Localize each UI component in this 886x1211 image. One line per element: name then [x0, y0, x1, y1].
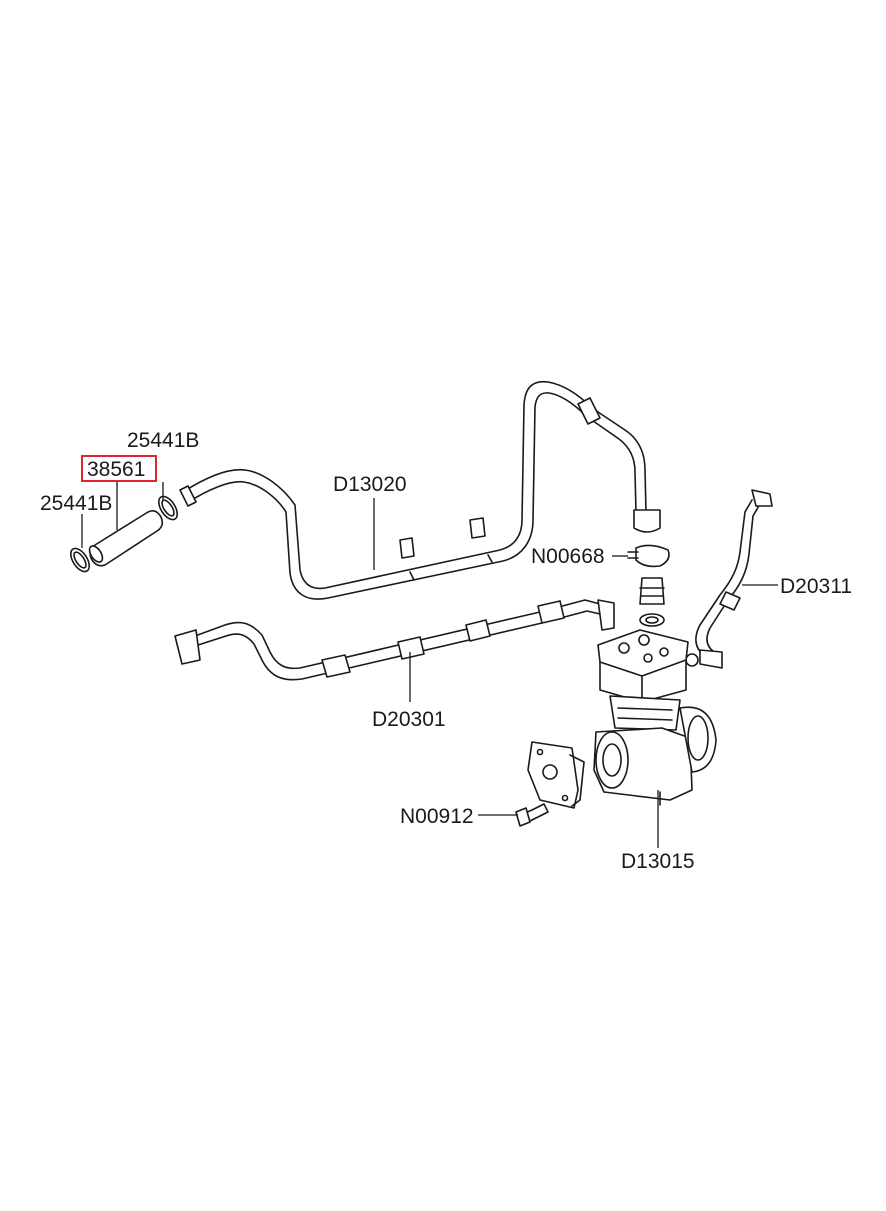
label-D13015[interactable]: D13015: [621, 850, 695, 873]
label-N00668[interactable]: N00668: [531, 545, 605, 568]
label-D20311[interactable]: D20311: [780, 575, 852, 598]
leader-lines: [81, 481, 778, 848]
label-N00912[interactable]: N00912: [400, 805, 474, 828]
pipe-D20311[interactable]: [685, 489, 773, 669]
label-25441B-top[interactable]: 25441B: [127, 429, 199, 452]
compressor-D13015[interactable]: [527, 629, 717, 809]
bolt-N00912[interactable]: [515, 803, 549, 827]
clamp-N00668[interactable]: [627, 544, 670, 627]
label-D13020[interactable]: D13020: [333, 473, 407, 496]
label-25441B-left[interactable]: 25441B: [40, 492, 112, 515]
label-D20301[interactable]: D20301: [372, 708, 446, 731]
label-38561[interactable]: 38561: [87, 458, 145, 481]
hose-38561[interactable]: [87, 510, 164, 567]
clamp-25441B-left[interactable]: [67, 545, 93, 574]
clamp-25441B-top[interactable]: [155, 493, 181, 522]
highlight-box: [81, 455, 157, 482]
pipe-D20301[interactable]: [174, 599, 615, 681]
pipe-D13020[interactable]: [179, 380, 661, 600]
